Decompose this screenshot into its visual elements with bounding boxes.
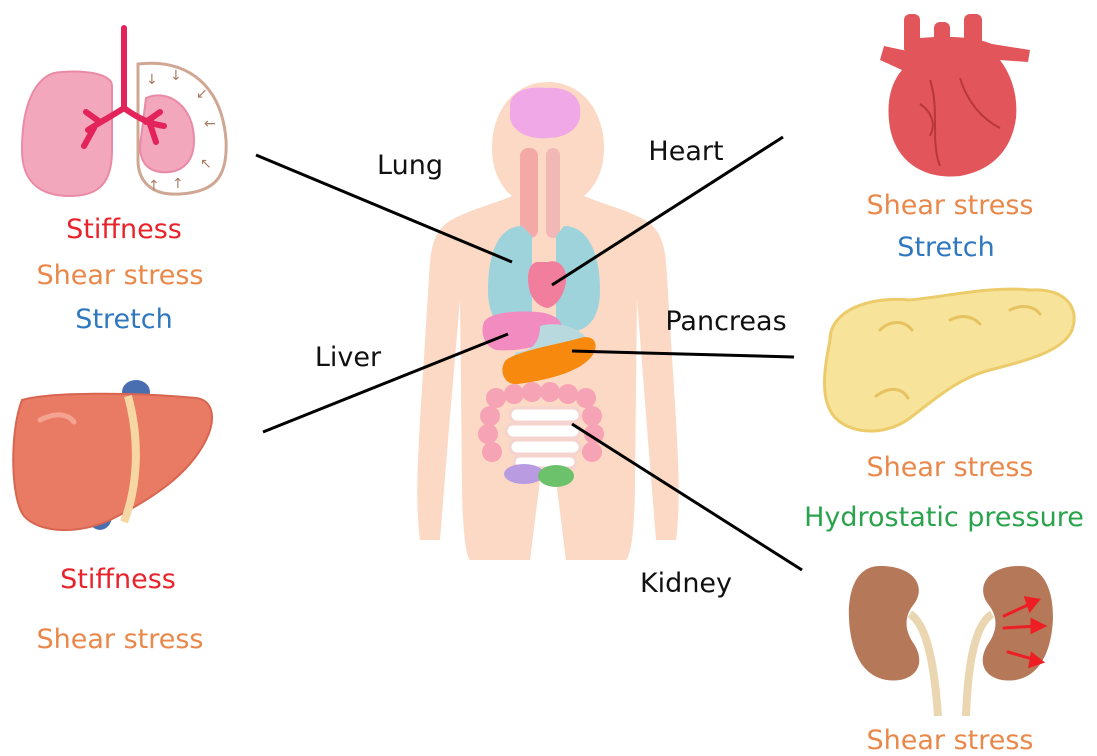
svg-text:←: ←	[204, 116, 216, 132]
liver-icon	[13, 380, 212, 530]
heart-name-label: Heart	[648, 138, 723, 165]
svg-text:↑: ↑	[172, 176, 184, 192]
lung-stretch-label: Stretch	[75, 306, 172, 333]
purple-organ-shape	[504, 464, 544, 484]
svg-text:↓: ↓	[170, 68, 182, 84]
svg-text:↓: ↓	[146, 72, 158, 88]
svg-text:↑: ↑	[148, 178, 160, 194]
pancreas-icon	[825, 289, 1075, 431]
lung-icon: ↓ ↓ ↙ ← ↖ ↑ ↑	[22, 28, 226, 196]
human-body-icon	[417, 82, 678, 560]
svg-text:↖: ↖	[200, 156, 212, 172]
small-intestine-shape	[506, 408, 580, 468]
lung-name-label: Lung	[377, 152, 443, 179]
kidney-name-label: Kidney	[640, 570, 732, 597]
liver-name-label: Liver	[315, 344, 381, 371]
pancreas-hydrostatic-pressure-label: Hydrostatic pressure	[804, 504, 1084, 531]
lung-shear-stress-label: Shear stress	[37, 262, 204, 289]
green-organ-shape	[538, 465, 574, 487]
kidney-shear-stress-label: Shear stress	[867, 727, 1034, 754]
brain-shape	[510, 88, 580, 139]
esophagus-shape	[546, 148, 560, 238]
liver-stiffness-label: Stiffness	[60, 566, 176, 593]
svg-text:↙: ↙	[196, 86, 208, 102]
lung-stiffness-label: Stiffness	[66, 216, 182, 243]
kidney-icon	[849, 566, 1053, 716]
heart-stretch-label: Stretch	[897, 234, 994, 261]
heart-shear-stress-label: Shear stress	[867, 192, 1034, 219]
pancreas-name-label: Pancreas	[665, 308, 786, 335]
trachea-shape	[520, 148, 538, 238]
liver-shear-stress-label: Shear stress	[37, 626, 204, 653]
pancreas-shear-stress-label: Shear stress	[867, 454, 1034, 481]
heart-icon	[880, 14, 1030, 177]
